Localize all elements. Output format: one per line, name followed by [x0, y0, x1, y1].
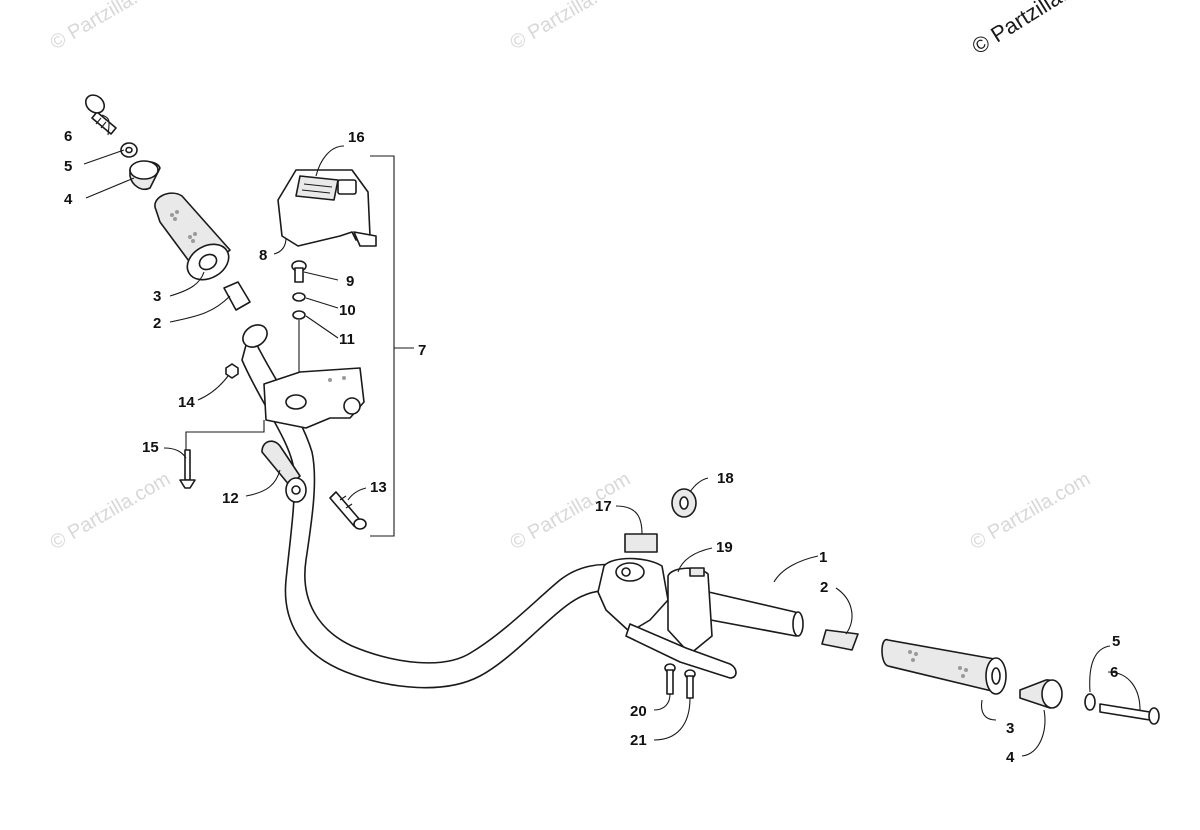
- callout-8: 8: [259, 247, 267, 264]
- switch-housing-assembly: [179, 169, 377, 530]
- nut-14: [225, 363, 239, 379]
- callout-10: 10: [339, 302, 356, 319]
- switch-label-16: [295, 175, 339, 201]
- throttle-lever-12: [261, 440, 307, 503]
- bar-end-left: [242, 324, 268, 348]
- callout-11: 11: [339, 331, 355, 348]
- callout-13: 13: [370, 479, 387, 496]
- callout-17: 17: [595, 498, 612, 515]
- callout-12: 12: [222, 490, 239, 507]
- washer-5-right: [1084, 693, 1096, 711]
- callout-2-right: 2: [820, 579, 828, 596]
- screw-6-left: [84, 94, 117, 135]
- callout-2-left: 2: [153, 315, 161, 332]
- screw-21: [684, 669, 696, 699]
- watermark-text: © Partzilla.com: [47, 468, 175, 554]
- callout-7: 7: [418, 342, 426, 359]
- leader-lines: [83, 114, 1141, 757]
- callout-19: 19: [716, 539, 733, 556]
- end-plug-4-right: [1019, 679, 1063, 709]
- callout-5-right: 5: [1112, 633, 1120, 650]
- throttle-housing-19: [667, 567, 713, 655]
- callout-4-left: 4: [64, 191, 73, 208]
- watermark-text: © Partzilla.com: [47, 0, 175, 54]
- callout-6-right: 6: [1110, 664, 1118, 681]
- callout-15: 15: [142, 439, 159, 456]
- callout-labels: 6 5 4 3 2 16 8 9 10 11 7 14 15 12 13 18 …: [64, 128, 1120, 766]
- end-plug-4-left: [129, 160, 161, 191]
- screw-9: [291, 260, 307, 283]
- brake-lever: [625, 623, 737, 679]
- screw-6-right: [1099, 703, 1160, 725]
- callout-18: 18: [717, 470, 734, 487]
- sleeve-2-right: [821, 629, 859, 651]
- callout-4-right: 4: [1006, 749, 1015, 766]
- sleeve-2-left: [223, 281, 251, 311]
- right-grip-assembly: [821, 629, 1160, 725]
- screw-15: [179, 449, 196, 489]
- watermark-corner: © Partzilla.com: [967, 0, 1106, 59]
- grip-3-right: [881, 639, 1007, 695]
- callout-9: 9: [346, 273, 354, 290]
- callout-14: 14: [178, 394, 195, 411]
- watermark-text: © Partzilla.com: [507, 468, 635, 554]
- callout-3-left: 3: [153, 288, 161, 305]
- bar-right-section: [699, 589, 802, 637]
- label-17: [624, 533, 658, 553]
- switch-lower-housing: [263, 367, 365, 429]
- callout-5-left: 5: [64, 158, 72, 175]
- callout-21: 21: [630, 732, 647, 749]
- lock-washer-10: [292, 292, 306, 302]
- callout-3-right: 3: [1006, 720, 1014, 737]
- washer-11: [292, 310, 306, 320]
- screw-13: [329, 491, 367, 530]
- watermark-text: © Partzilla.com: [967, 468, 1095, 554]
- callout-1: 1: [819, 549, 827, 566]
- left-grip-assembly: [84, 94, 251, 311]
- callout-20: 20: [630, 703, 647, 720]
- callout-6-left: 6: [64, 128, 72, 145]
- grip-3-left: [154, 192, 231, 281]
- watermark-text: © Partzilla.com: [507, 0, 635, 54]
- screw-20: [664, 663, 676, 695]
- callout-16: 16: [348, 129, 365, 146]
- master-cylinder: [597, 557, 669, 633]
